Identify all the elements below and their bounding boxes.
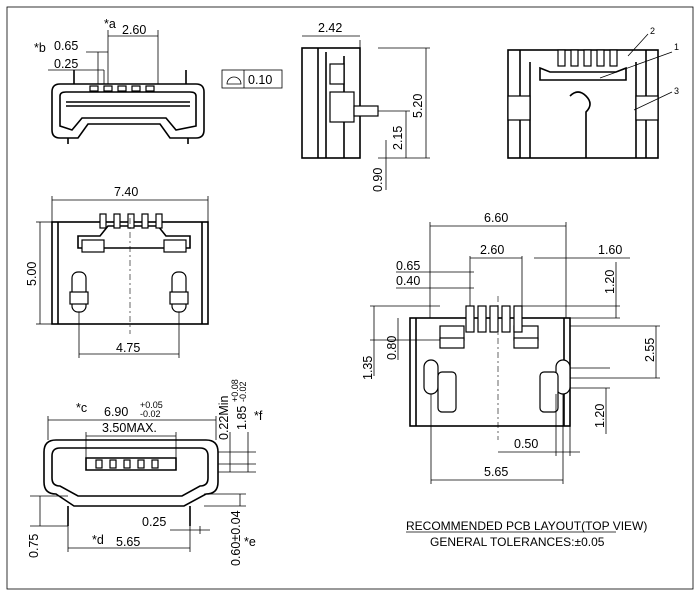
pcb-dim-0-40: 0.40 — [396, 274, 420, 288]
pcb-dim-1-20-right: 1.20 — [593, 404, 607, 428]
dim-2-15: 2.15 — [391, 126, 405, 150]
callout-3: 3 — [674, 86, 679, 96]
tol2-minus: -0.02 — [238, 381, 248, 402]
dim-0-22: 0.22Min — [217, 395, 231, 440]
end-view: *c 6.90 +0.05 -0.02 3.50MAX. 0.22Min 1.8… — [27, 379, 263, 566]
general-tolerances: GENERAL TOLERANCES:±0.05 — [430, 535, 605, 549]
callout-2: 2 — [650, 26, 655, 36]
cut-view: 2 1 3 — [507, 26, 679, 159]
pcb-dim-5-65: 5.65 — [484, 465, 508, 479]
dim-5-65: 5.65 — [116, 535, 140, 549]
side-view: 2.42 5.20 2.15 0.90 — [301, 21, 430, 192]
pcb-dim-2-55: 2.55 — [643, 338, 657, 362]
pcb-layout-title: RECOMMENDED PCB LAYOUT(TOP VIEW) — [406, 519, 647, 533]
mark-f: *f — [254, 409, 263, 423]
dim-0-90: 0.90 — [371, 168, 385, 192]
dim-0-75: 0.75 — [27, 534, 41, 558]
dim-7-40: 7.40 — [114, 185, 138, 199]
pcb-dim-1-20-top: 1.20 — [603, 270, 617, 294]
front-view: 7.40 5.00 4.75 — [25, 185, 209, 358]
dim-2-60: 2.60 — [122, 23, 146, 37]
sheet-border — [6, 6, 694, 590]
pcb-dim-1-60: 1.60 — [598, 243, 622, 257]
dim-1-85: 1.85 — [235, 406, 249, 430]
pcb-dim-1-35: 1.35 — [361, 356, 375, 380]
flatness-frame — [221, 69, 283, 89]
mark-a: *a — [104, 17, 116, 31]
pcb-dim-6-60: 6.60 — [484, 211, 508, 225]
mark-c: *c — [76, 401, 87, 415]
tol-minus: -0.02 — [140, 409, 161, 419]
dim-3-50: 3.50MAX. — [102, 421, 157, 435]
pcb-dim-0-50: 0.50 — [514, 437, 538, 451]
mark-b: *b — [34, 41, 46, 55]
dim-2-42: 2.42 — [318, 21, 342, 35]
dim-0-60: 0.60±0.04 — [229, 510, 243, 566]
pcb-layout-view: 6.60 2.60 1.60 0.65 0.40 1.20 1.35 0.80 … — [361, 211, 660, 549]
dim-6-90: 6.90 — [104, 405, 128, 419]
top-left-view: *a 2.60 *b 0.65 0.25 0.10 — [34, 17, 283, 144]
dim-0-25: 0.25 — [142, 515, 166, 529]
pcb-dim-0-65: 0.65 — [396, 259, 420, 273]
dim-4-75: 4.75 — [116, 341, 140, 355]
tol-plus: +0.05 — [140, 400, 163, 410]
mark-d: *d — [92, 533, 104, 547]
dim-5-20: 5.20 — [411, 94, 425, 118]
callout-1: 1 — [674, 42, 679, 52]
flatness-value: 0.10 — [248, 73, 272, 87]
dim-0-25: 0.25 — [54, 57, 78, 71]
tol2-plus: +0.08 — [230, 379, 240, 402]
mark-e: *e — [244, 535, 256, 549]
pcb-dim-0-80: 0.80 — [385, 336, 399, 360]
pcb-dim-2-60: 2.60 — [480, 243, 504, 257]
dim-5-00: 5.00 — [25, 262, 39, 286]
dim-0-65: 0.65 — [54, 39, 78, 53]
